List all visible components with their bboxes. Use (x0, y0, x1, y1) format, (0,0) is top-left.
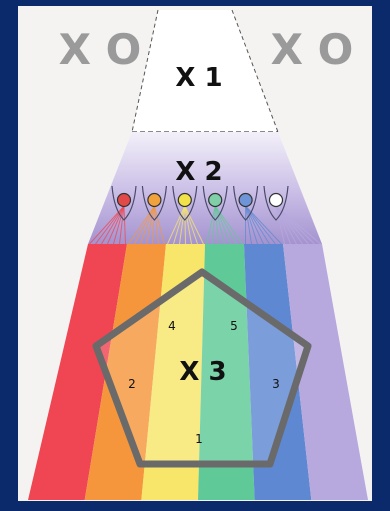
label-x1: X 1 (175, 63, 222, 93)
label-x2: X 2 (175, 157, 222, 187)
light-bulb-6 (270, 194, 283, 207)
light-bulb-2 (148, 194, 161, 207)
light-bulb-1 (118, 194, 131, 207)
label-x3: X 3 (179, 357, 226, 387)
pentagon-number-1: 1 (195, 432, 203, 446)
pentagon-number-2: 2 (128, 377, 136, 391)
light-bulb-5 (239, 194, 252, 207)
light-bulb-3 (178, 194, 191, 207)
light-bulb-4 (209, 194, 222, 207)
pentagon-number-3: 3 (272, 377, 280, 391)
label-x0-left: X O (59, 25, 142, 74)
pentagon-number-5: 5 (230, 319, 238, 333)
pentagon-number-4: 4 (168, 319, 176, 333)
label-x0-right: X O (271, 25, 354, 74)
